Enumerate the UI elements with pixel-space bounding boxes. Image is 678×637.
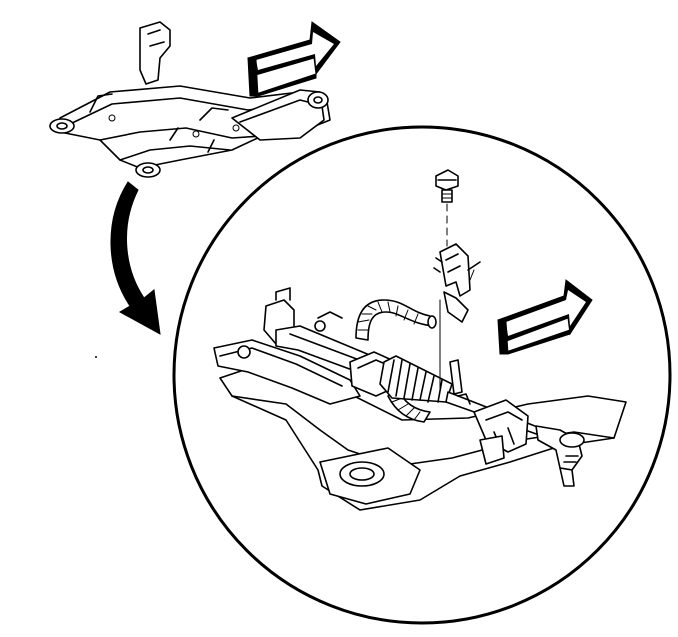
mounting-bolt — [435, 169, 459, 203]
speck — [95, 356, 97, 358]
front-direction-arrow-top — [247, 21, 341, 97]
pressure-hose — [355, 299, 437, 341]
steering-gear-detail — [213, 169, 627, 511]
retainer-clamp — [433, 243, 481, 323]
subframe-overview — [49, 21, 331, 178]
callout-arrow — [110, 181, 161, 335]
front-direction-arrow-detail — [497, 279, 593, 355]
outer-tie-rod-end — [535, 425, 585, 487]
